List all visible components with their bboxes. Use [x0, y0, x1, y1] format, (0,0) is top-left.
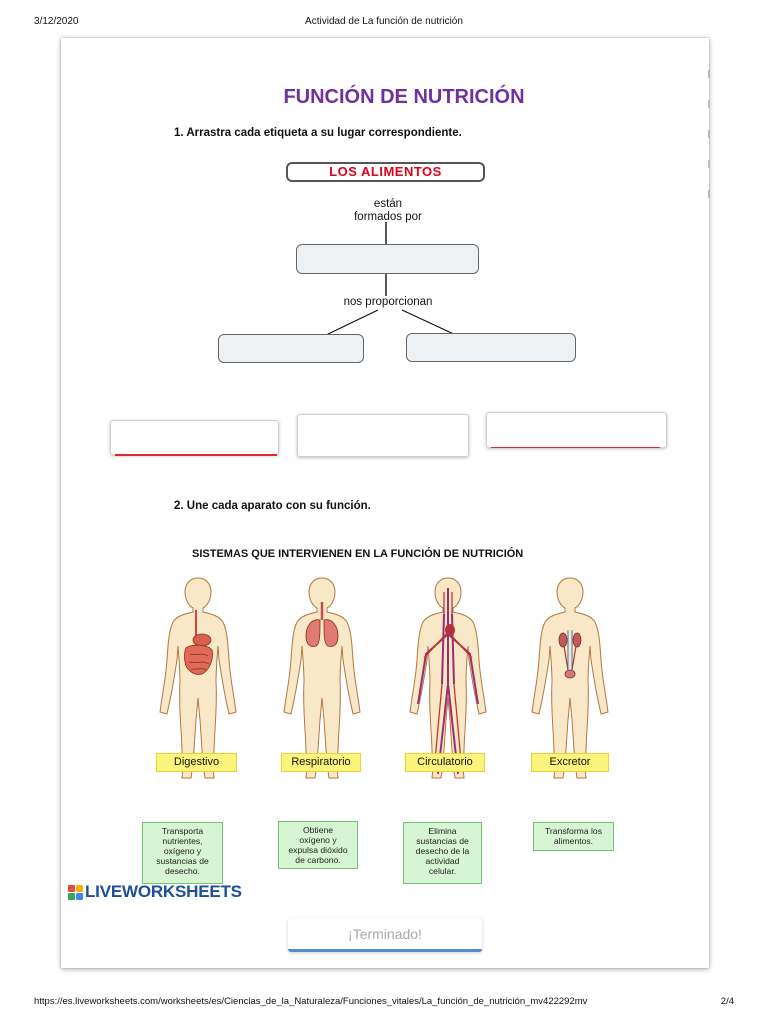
logo-text: LIVEWORKSHEETS — [85, 882, 242, 902]
print-title: Actividad de La función de nutrición — [0, 16, 768, 27]
digestive-system-figure — [158, 574, 238, 782]
function-box-3[interactable]: Elimina sustancias de desecho de la acti… — [403, 822, 482, 884]
function-box-2[interactable]: Obtiene oxígeno y expulsa dióxido de car… — [278, 821, 358, 869]
drag-label-3-underline — [491, 447, 660, 449]
drag-label-2[interactable] — [297, 414, 469, 457]
drag-label-3[interactable] — [486, 412, 667, 448]
drag-label-1[interactable] — [110, 420, 279, 455]
respiratory-system-figure — [282, 574, 362, 782]
function-box-1[interactable]: Transporta nutrientes, oxígeno y sustanc… — [142, 822, 223, 884]
function-box-4[interactable]: Transforma los alimentos. — [533, 822, 614, 851]
question-2-instruction: 2. Une cada aparato con su función. — [174, 500, 371, 512]
system-label-circulatorio: Circulatorio — [405, 753, 485, 772]
concept-map: LOS ALIMENTOS están formados por nos pro… — [212, 156, 582, 372]
circulatory-system-figure — [408, 574, 488, 782]
question-1-instruction: 1. Arrastra cada etiqueta a su lugar cor… — [174, 127, 462, 139]
diagram-title: SISTEMAS QUE INTERVIENEN EN LA FUNCIÓN D… — [192, 548, 523, 560]
excretory-system-figure — [530, 574, 610, 782]
system-label-digestivo: Digestivo — [156, 753, 237, 772]
concept-drop-slot-1[interactable] — [296, 244, 479, 274]
print-page-number: 2/4 — [721, 996, 734, 1007]
concept-drop-slot-3[interactable] — [406, 333, 576, 362]
logo-grid-icon — [68, 885, 83, 900]
worksheet-title: FUNCIÓN DE NUTRICIÓN — [0, 86, 768, 109]
concept-link-estan: están formados por — [318, 198, 458, 224]
print-header: 3/12/2020 Actividad de La función de nut… — [0, 16, 768, 30]
drag-label-1-underline — [115, 454, 277, 456]
concept-root-box: LOS ALIMENTOS — [286, 162, 485, 182]
system-label-respiratorio: Respiratorio — [281, 753, 361, 772]
concept-drop-slot-2[interactable] — [218, 334, 364, 363]
print-url: https://es.liveworksheets.com/worksheets… — [34, 996, 587, 1007]
liveworksheets-logo: LIVEWORKSHEETS — [68, 882, 242, 902]
print-footer: https://es.liveworksheets.com/worksheets… — [0, 996, 768, 1010]
concept-link-nos-proporcionan: nos proporcionan — [308, 296, 468, 308]
finish-button[interactable]: ¡Terminado! — [288, 918, 482, 952]
system-label-excretor: Excretor — [531, 753, 609, 772]
